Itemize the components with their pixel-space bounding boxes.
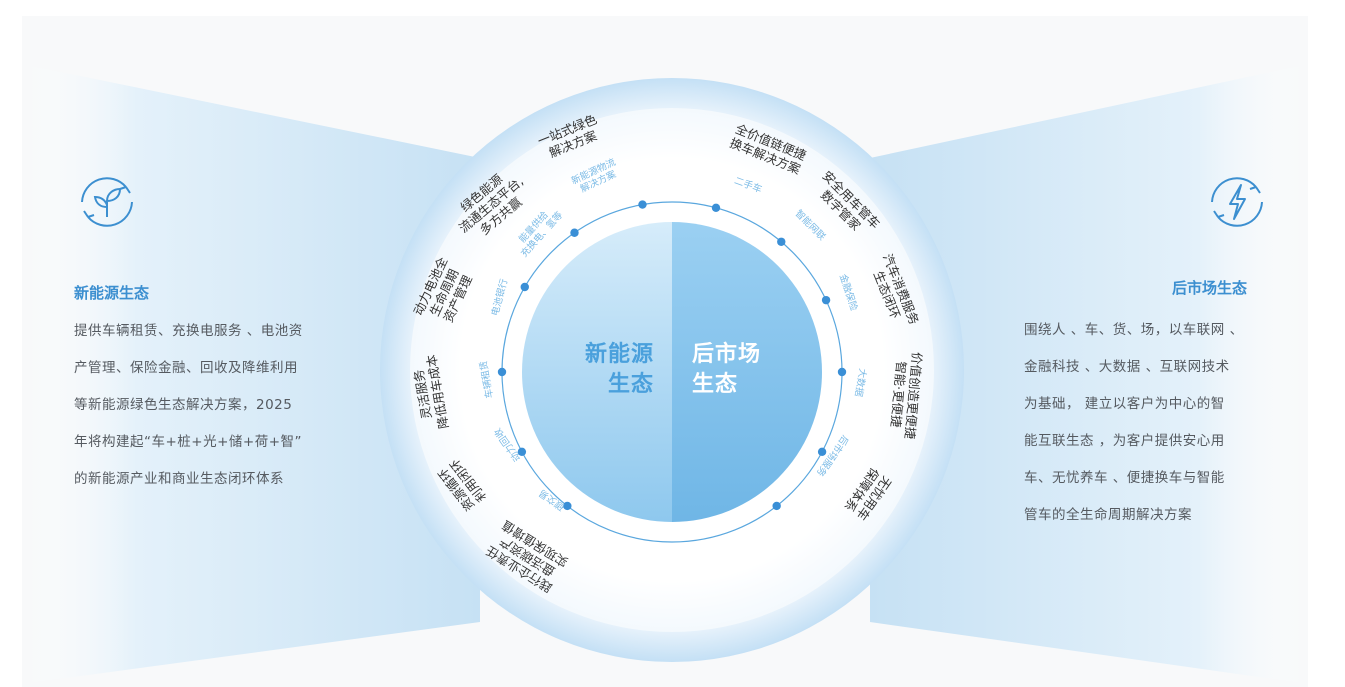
right-line-1: 围绕人 、车、货、场，以车联网 、 (1024, 322, 1244, 338)
right-half-line-1: 后市场 (692, 342, 762, 367)
left-half-label: 新能源 生态 (582, 340, 654, 400)
right-line-2: 金融科技 、大数据 、互联网技术 (1024, 359, 1230, 375)
right-panel-title: 后市场生态 (1172, 279, 1248, 297)
ring-dot-4 (497, 367, 507, 377)
leaf-recycle-icon (81, 177, 133, 227)
right-half (672, 222, 822, 522)
left-half-line-2: 生态 (607, 372, 654, 397)
ring-dot-5 (517, 447, 527, 457)
right-line-6: 管车的全生命周期解决方案 (1024, 507, 1192, 523)
right-line-5: 车、无忧养车 、便捷换车与智能 (1024, 470, 1225, 486)
ring-dot-11 (817, 447, 827, 457)
left-line-3: 等新能源绿色生态解决方案，2025 (74, 397, 293, 413)
right-half-line-2: 生态 (692, 372, 739, 397)
ring-dot-7 (711, 203, 721, 212)
ring-dot-3 (520, 282, 529, 292)
left-line-4: 年将构建起“车+桩+光+储+荷+智” (74, 434, 303, 450)
ring-dot-9 (821, 295, 831, 305)
right-line-3: 为基础， 建立以客户为中心的智 (1024, 396, 1225, 412)
ring-dot-1 (638, 200, 647, 209)
left-half (522, 222, 672, 522)
ring-dot-10 (837, 367, 847, 377)
lightning-recycle-icon (1211, 177, 1263, 227)
left-line-5: 的新能源产业和商业生态闭环体系 (74, 471, 284, 487)
left-half-line-1: 新能源 (584, 342, 654, 367)
left-line-1: 提供车辆租赁、充换电服务 、电池资 (74, 323, 303, 339)
right-half-label: 后市场 生态 (692, 340, 772, 400)
right-line-4: 能互联生态 ，为客户提供安心用 (1024, 433, 1225, 449)
ring-dot-8 (777, 237, 786, 246)
left-line-2: 产管理、保险金融、回收及降维利用 (74, 360, 298, 376)
left-panel-body: 提供车辆租赁、充换电服务 、电池资 产管理、保险金融、回收及降维利用 等新能源绿… (74, 313, 303, 498)
ring-dot-12 (772, 501, 781, 511)
ring-dot-6 (563, 501, 572, 511)
ring-dot-2 (570, 228, 579, 237)
left-panel-title: 新能源生态 (74, 284, 150, 302)
right-panel-body: 围绕人 、车、货、场，以车联网 、 金融科技 、大数据 、互联网技术 为基础， … (1024, 312, 1244, 534)
